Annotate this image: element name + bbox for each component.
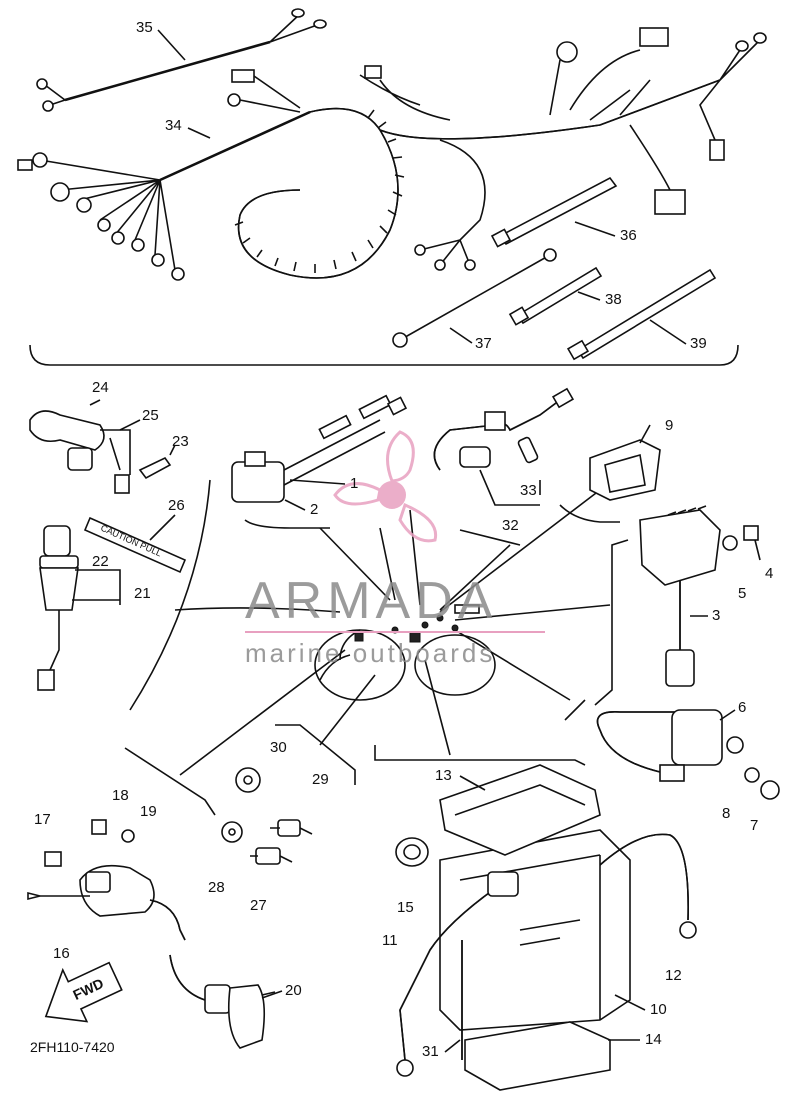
central-assembly: [314, 604, 496, 701]
callout-7: 7: [750, 817, 758, 834]
wire-harness-section: [17, 8, 767, 366]
callout-37: 37: [475, 335, 492, 352]
callout-29: 29: [312, 771, 329, 788]
reference-code: 2FH110-7420: [30, 1039, 115, 1055]
callout-16: 16: [53, 945, 70, 962]
watermark-title: ARMADA: [245, 572, 497, 630]
callout-4: 4: [765, 565, 773, 582]
callout-21: 21: [134, 585, 151, 602]
regulator-3: [639, 505, 761, 687]
fuse-holder-32: [433, 387, 575, 506]
callout-34: 34: [165, 117, 182, 134]
switch-29: [270, 819, 313, 837]
cover-9: [589, 424, 661, 501]
callout-6: 6: [738, 699, 746, 716]
callout-3: 3: [712, 607, 720, 624]
callout-22: 22: [92, 553, 109, 570]
hose-20: [169, 954, 276, 1049]
callout-2: 2: [310, 501, 318, 518]
callout-5: 5: [738, 585, 746, 602]
callout-38: 38: [605, 291, 622, 308]
main-harness-34: [17, 27, 767, 281]
callout-1: 1: [350, 475, 358, 492]
choke-solenoid-16: [27, 819, 186, 941]
callout-25: 25: [142, 407, 159, 424]
battery-cables-11-12: [396, 833, 697, 1077]
sub-harness-35: [36, 8, 327, 112]
callout-8: 8: [722, 805, 730, 822]
callout-27: 27: [250, 897, 267, 914]
callout-35: 35: [136, 19, 153, 36]
battery-mat-14: [464, 1021, 611, 1091]
callout-19: 19: [140, 803, 157, 820]
battery-section: FWD: [27, 764, 697, 1091]
starter-relay-6: [596, 709, 780, 800]
watermark-subtitle: marine outboards: [245, 638, 495, 668]
callout-12: 12: [665, 967, 682, 984]
callout-30: 30: [270, 739, 287, 756]
callout-17: 17: [34, 811, 51, 828]
watermark: ARMADA marine outboards: [245, 572, 545, 668]
callout-15: 15: [397, 899, 414, 916]
callout-26: 26: [168, 497, 185, 514]
grommet-15: [395, 837, 429, 867]
switch-27: [250, 847, 293, 865]
callout-32: 32: [502, 517, 519, 534]
callout-28: 28: [208, 879, 225, 896]
watermark-emblem: [333, 430, 438, 543]
callout-23: 23: [172, 433, 189, 450]
callout-24: 24: [92, 379, 109, 396]
callout-39: 39: [690, 335, 707, 352]
callout-13: 13: [435, 767, 452, 784]
callout-9: 9: [665, 417, 673, 434]
callout-33: 33: [520, 482, 537, 499]
callout-11: 11: [382, 932, 398, 949]
callout-18: 18: [112, 787, 129, 804]
lanyard-parts-23-25: [29, 399, 176, 494]
coupler-1-2: [231, 394, 408, 503]
callout-36: 36: [620, 227, 637, 244]
callout-31: 31: [422, 1043, 439, 1060]
callout-10: 10: [650, 1001, 667, 1018]
callout-20: 20: [285, 982, 302, 999]
battery-10: [439, 829, 631, 1031]
main-switch-21: [37, 525, 121, 691]
cable-ties-36-39: [392, 176, 717, 361]
callout-labels: 35 34 36 37 38 39 24 25 23 26 22 21 1 2 …: [34, 19, 773, 1060]
callout-14: 14: [645, 1031, 662, 1048]
fwd-arrow: FWD: [44, 961, 123, 1023]
